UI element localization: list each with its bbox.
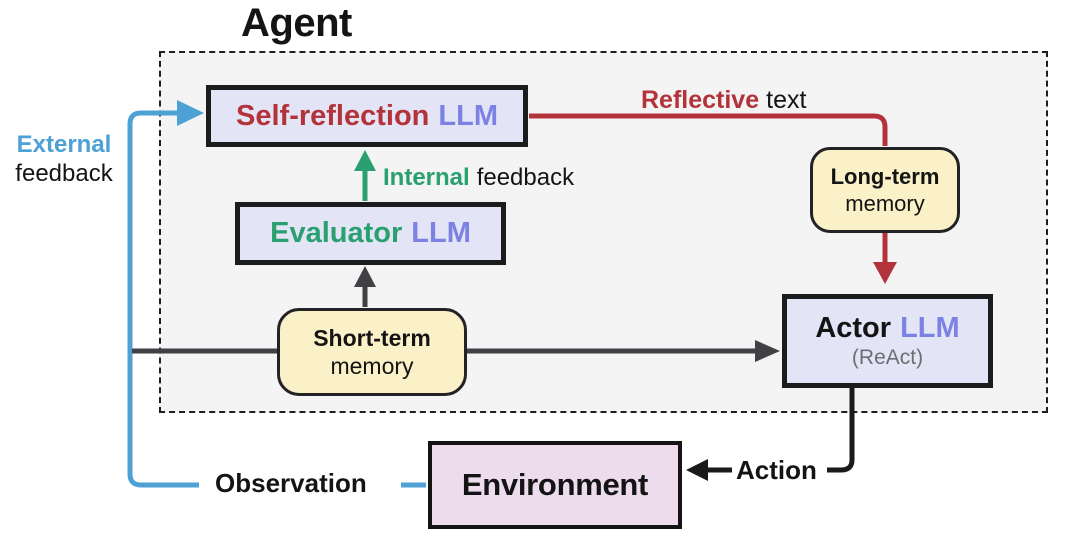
self-reflection-name: Self-reflection	[236, 99, 430, 132]
long-term-memory-node: Long-term memory	[810, 147, 960, 233]
short-term-memory-node: Short-term memory	[277, 308, 467, 396]
agent-title: Agent	[241, 1, 352, 45]
actor-type: LLM	[900, 312, 960, 344]
actor-react-sublabel: (ReAct)	[851, 346, 924, 369]
short-term-memory-label: Short-term	[313, 325, 431, 351]
actor-name: Actor	[815, 312, 892, 344]
external-feedback-word1: External	[16, 131, 112, 158]
evaluator-type: LLM	[411, 217, 471, 249]
short-term-memory-sublabel: memory	[330, 353, 414, 379]
internal-feedback-word1: Internal	[383, 164, 470, 191]
reflective-text-word1: Reflective	[641, 86, 760, 114]
reflective-text-word2: text	[766, 86, 807, 114]
internal-feedback-word2: feedback	[476, 164, 575, 191]
long-term-memory-sublabel: memory	[845, 191, 925, 216]
environment-label: Environment	[461, 467, 649, 502]
evaluator-name: Evaluator	[270, 217, 403, 249]
external-feedback-label: External feedback	[6, 130, 122, 188]
external-feedback-word2: feedback	[15, 160, 113, 187]
long-term-memory-label: Long-term	[830, 164, 940, 189]
observation-label: Observation	[215, 468, 367, 498]
action-arrowhead-icon	[686, 459, 708, 481]
action-label: Action	[736, 455, 817, 485]
self-reflection-type: LLM	[438, 99, 498, 132]
environment-node: Environment	[428, 441, 682, 529]
